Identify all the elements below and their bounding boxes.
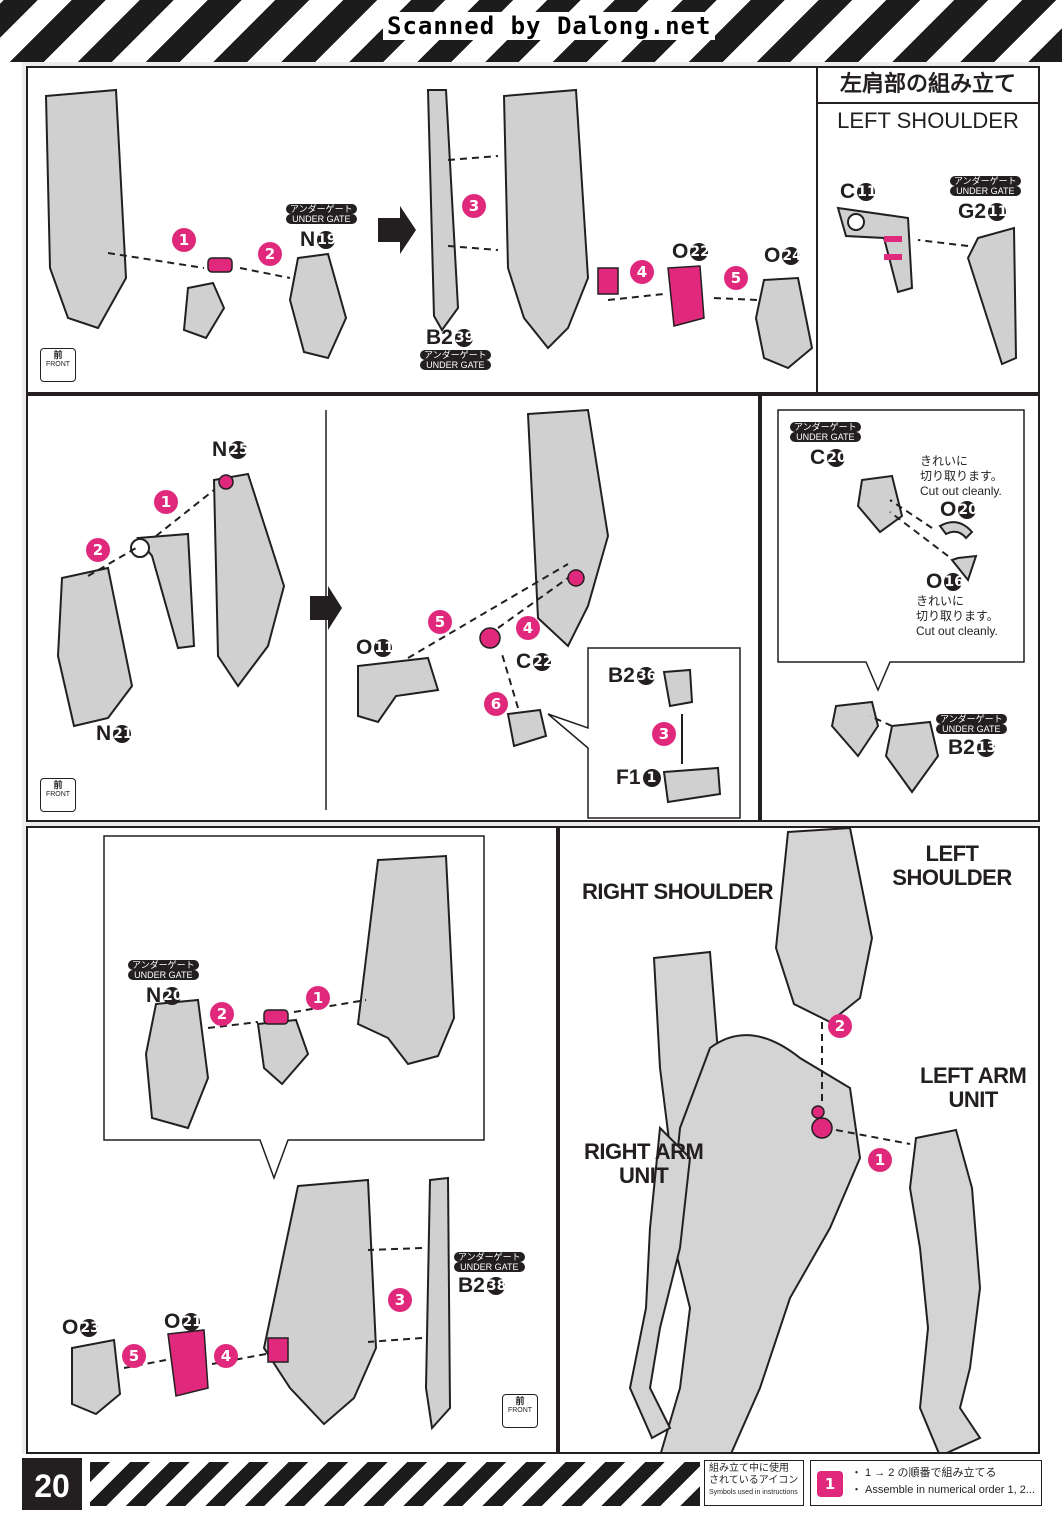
label-left-shoulder: LEFT SHOULDER bbox=[892, 841, 1012, 890]
step-2-marker: 2 bbox=[258, 242, 282, 266]
legend-description: ・ 1 → 2 の順番で組み立てる・ Assemble in numerical… bbox=[851, 1467, 1036, 1496]
panel-c-illustration bbox=[56, 408, 741, 819]
cut-cleanly-note-bottom: きれいに切り取ります。Cut out cleanly. bbox=[916, 594, 999, 638]
step-4-marker: 4 bbox=[516, 616, 540, 640]
step-5-marker: 5 bbox=[724, 266, 748, 290]
step-1-marker: 1 bbox=[868, 1148, 892, 1172]
legend-step-icon: 1 bbox=[817, 1471, 843, 1497]
page-number: 20 bbox=[22, 1458, 82, 1510]
panel-f-illustration bbox=[628, 828, 982, 1452]
label-right-shoulder: RIGHT SHOULDER bbox=[582, 879, 774, 904]
scan-credit: Scanned by Dalong.net bbox=[383, 12, 716, 40]
step-5-marker: 5 bbox=[428, 610, 452, 634]
step-2-marker: 2 bbox=[86, 538, 110, 562]
step-5-marker: 5 bbox=[122, 1344, 146, 1368]
footer-hazard-stripe bbox=[90, 1462, 700, 1506]
step-1-marker: 1 bbox=[172, 228, 196, 252]
panel-a-illustration bbox=[44, 88, 814, 370]
step-3-marker: 3 bbox=[652, 722, 676, 746]
panel-b-illustration bbox=[836, 206, 1018, 366]
cut-cleanly-note-top: きれいに切り取ります。Cut out cleanly. bbox=[920, 454, 1003, 498]
panel-d-illustration bbox=[777, 409, 1025, 794]
left-shoulder-title-jp: 左肩部の組み立て bbox=[818, 68, 1038, 104]
step-6-marker: 6 bbox=[484, 692, 508, 716]
step-3-marker: 3 bbox=[462, 194, 486, 218]
step-3-marker: 3 bbox=[388, 1288, 412, 1312]
step-1-marker: 1 bbox=[306, 986, 330, 1010]
step-1-marker: 1 bbox=[154, 490, 178, 514]
step-2-marker: 2 bbox=[828, 1014, 852, 1038]
step-2-marker: 2 bbox=[210, 1002, 234, 1026]
step-4-marker: 4 bbox=[630, 260, 654, 284]
left-shoulder-title-en: LEFT SHOULDER bbox=[837, 108, 1019, 133]
step-4-marker: 4 bbox=[214, 1344, 238, 1368]
panel-e-illustration bbox=[71, 835, 485, 1431]
symbols-legend-entry: 1 ・ 1 → 2 の順番で組み立てる・ Assemble in numeric… bbox=[810, 1460, 1042, 1506]
